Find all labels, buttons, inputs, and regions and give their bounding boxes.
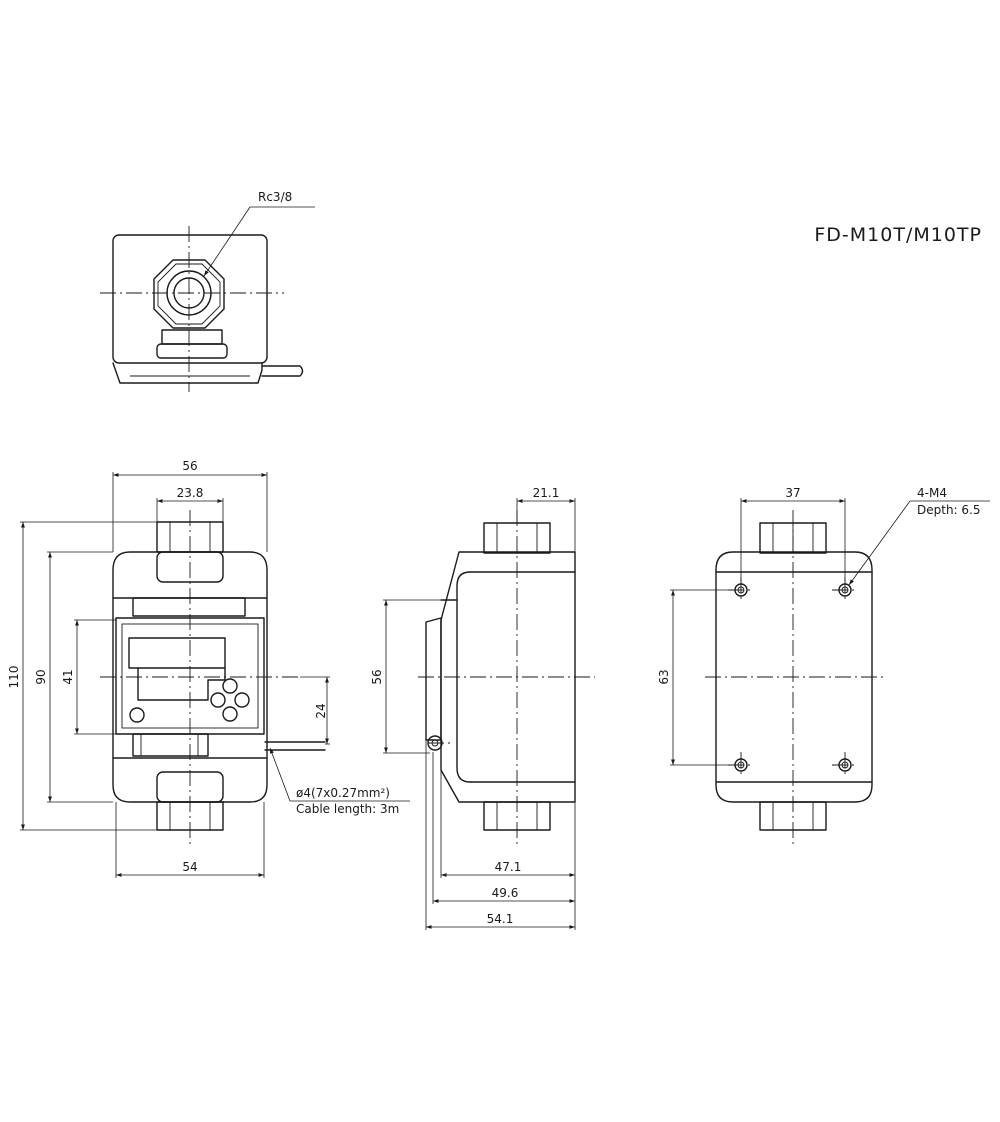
cable-spec: ø4(7x0.27mm²) [296,786,390,800]
dim-port-width: 23.8 [177,486,204,500]
thread-depth: Depth: 6.5 [917,503,981,517]
model-title: FD-M10T/M10TP [814,224,982,246]
dim-holes-vertical: 63 [657,669,671,684]
dim-side-49: 49.6 [492,886,519,900]
rear-view: 37 63 4-M4 Depth: 6.5 [657,486,990,845]
dim-front-width: 56 [182,459,197,473]
cable-length: Cable length: 3m [296,802,399,816]
side-view: 21.1 56 47.1 49.6 54.1 [370,486,595,930]
dim-cable-offset: 24 [314,703,328,718]
top-view: Rc3/8 [100,190,315,392]
front-view: 56 23.8 110 90 41 24 54 ø4(7x0.27mm²) [7,459,410,878]
thread-spec: 4-M4 [917,486,947,500]
dim-holes-horizontal: 37 [785,486,800,500]
dim-bottom-width: 54 [182,860,197,874]
dim-side-54: 54.1 [487,912,514,926]
dim-body-height: 90 [34,669,48,684]
dim-total-height: 110 [7,666,21,689]
dim-side-height: 56 [370,669,384,684]
port-thread-label: Rc3/8 [258,190,292,204]
dim-side-top: 21.1 [533,486,560,500]
dim-side-47: 47.1 [495,860,522,874]
dim-display-height: 41 [61,669,75,684]
